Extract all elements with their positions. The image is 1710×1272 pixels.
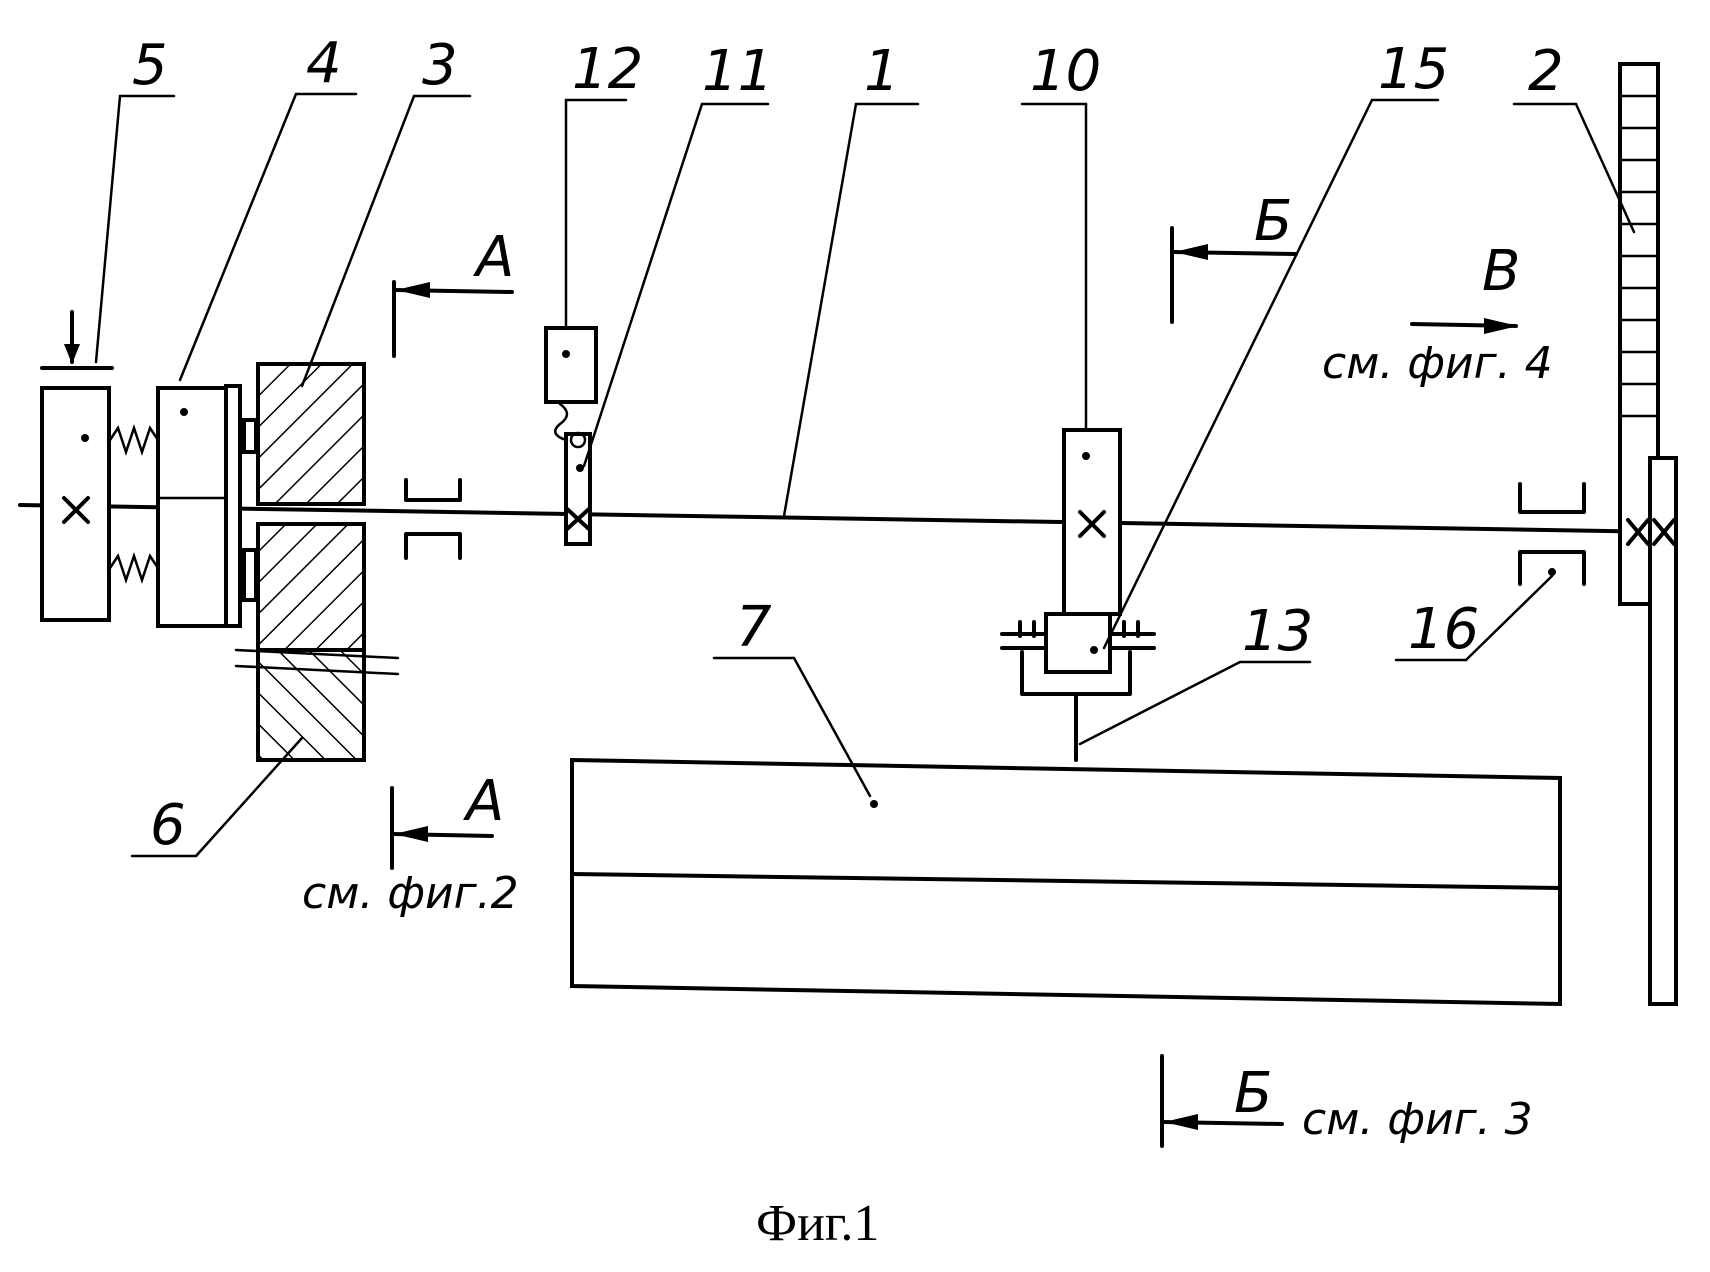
label-7: 7 bbox=[736, 595, 772, 660]
label-2: 2 bbox=[1528, 39, 1564, 104]
callout-12: 12 bbox=[566, 37, 643, 328]
section-b-letter-bottom: Б bbox=[1234, 1061, 1272, 1126]
label-1: 1 bbox=[864, 39, 900, 104]
part-11-lever bbox=[555, 404, 590, 544]
callout-11: 11 bbox=[584, 39, 773, 466]
label-16: 16 bbox=[1408, 597, 1479, 662]
part-5-block bbox=[42, 312, 112, 620]
figure-caption: Фиг.1 bbox=[756, 1195, 879, 1252]
callout-16: 16 bbox=[1396, 576, 1552, 662]
part-7-base bbox=[572, 760, 1560, 1004]
view-v: В см. фиг. 4 bbox=[1322, 239, 1553, 389]
part-6-gear bbox=[236, 650, 398, 760]
callout-13: 13 bbox=[1080, 599, 1313, 744]
callout-1: 1 bbox=[784, 39, 918, 516]
spring-upper bbox=[110, 428, 158, 452]
ref-fig2: см. фиг.2 bbox=[302, 868, 519, 919]
callout-5: 5 bbox=[96, 33, 174, 362]
label-6: 6 bbox=[150, 793, 186, 858]
label-12: 12 bbox=[572, 37, 643, 102]
part-12-sensor bbox=[546, 328, 596, 402]
bearing-16 bbox=[1520, 484, 1584, 584]
part-4-clutch bbox=[158, 386, 256, 626]
spring-lower bbox=[110, 556, 158, 580]
ref-fig4: см. фиг. 4 bbox=[1322, 338, 1553, 389]
ref-fig3: см. фиг. 3 bbox=[1302, 1094, 1533, 1145]
label-11: 11 bbox=[702, 39, 773, 104]
label-13: 13 bbox=[1242, 599, 1313, 664]
label-5: 5 bbox=[132, 33, 168, 98]
part-15-carriage bbox=[1002, 614, 1154, 694]
section-a-letter-bottom: А bbox=[463, 769, 504, 834]
label-4: 4 bbox=[306, 31, 342, 96]
section-b-letter-top: Б bbox=[1254, 189, 1292, 254]
callout-2: 2 bbox=[1514, 39, 1634, 232]
label-15: 15 bbox=[1378, 37, 1449, 102]
part-2-rack bbox=[1620, 64, 1676, 1004]
label-3: 3 bbox=[422, 33, 458, 98]
section-a-top: А bbox=[394, 225, 514, 356]
label-10: 10 bbox=[1030, 39, 1101, 104]
section-a-bottom: А см. фиг.2 bbox=[302, 769, 519, 919]
part-10-arm bbox=[1064, 430, 1120, 614]
view-v-letter: В bbox=[1482, 239, 1520, 304]
section-a-letter-top: А bbox=[473, 225, 514, 290]
callout-10: 10 bbox=[1022, 39, 1101, 430]
section-b-top: Б bbox=[1172, 189, 1296, 322]
section-b-bottom: Б см. фиг. 3 bbox=[1162, 1056, 1533, 1146]
bearing-a bbox=[406, 480, 460, 558]
callout-4: 4 bbox=[180, 31, 356, 380]
